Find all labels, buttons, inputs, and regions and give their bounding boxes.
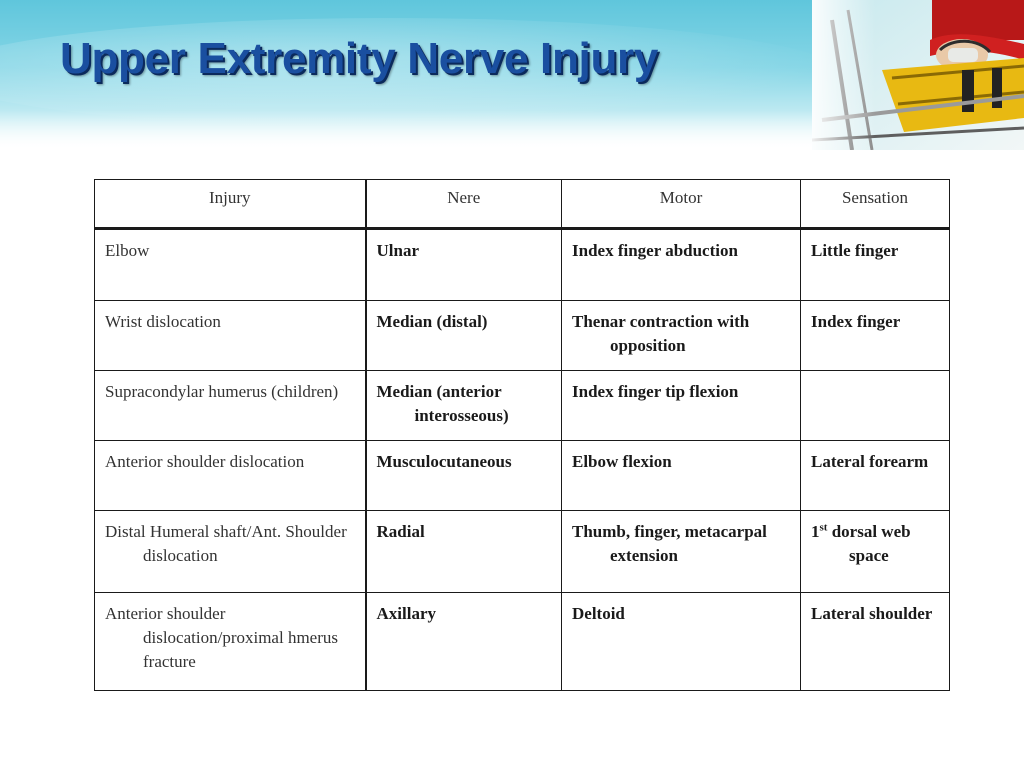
cell-sensation (800, 370, 950, 441)
cell-motor: Index finger abduction (561, 228, 801, 301)
cell-sensation: 1st dorsal web space (800, 510, 950, 593)
cell-text: Lateral shoulder (811, 604, 933, 623)
cell-text: Anterior shoulder dislocation/proximal h… (105, 604, 338, 671)
table-body: Elbow Ulnar Index finger abduction Littl… (94, 228, 950, 691)
cell-text: Ulnar (376, 241, 420, 260)
sensation-text: dorsal web space (827, 522, 911, 565)
cell-injury: Anterior shoulder dislocation (94, 440, 367, 511)
cell-motor: Thumb, finger, metacarpal extension (561, 510, 801, 593)
cell-motor: Thenar contraction with opposition (561, 300, 801, 371)
cell-text: Radial (376, 522, 425, 541)
cell-nerve: Median (distal) (365, 300, 562, 371)
header-injury: Injury (94, 179, 367, 230)
cell-injury: Wrist dislocation (94, 300, 367, 371)
cell-text: Index finger abduction (572, 241, 738, 260)
cell-motor: Elbow flexion (561, 440, 801, 511)
cell-text: Axillary (376, 604, 437, 623)
cell-text: Thenar contraction with opposition (572, 312, 750, 355)
cell-nerve: Radial (365, 510, 562, 593)
table-row: Distal Humeral shaft/Ant. Shoulder dislo… (94, 510, 950, 593)
table-header-row: Injury Nere Motor Sensation (94, 179, 950, 230)
cell-nerve: Musculocutaneous (365, 440, 562, 511)
cell-text: Lateral forearm (811, 452, 929, 471)
cell-text: Elbow (105, 241, 150, 260)
nerve-injury-table: Injury Nere Motor Sensation Elbow Ulnar … (94, 179, 950, 691)
cell-injury: Anterior shoulder dislocation/proximal h… (94, 592, 367, 691)
cell-motor: Deltoid (561, 592, 801, 691)
cell-text: Wrist dislocation (105, 312, 221, 331)
cell-text: Musculocutaneous (376, 452, 512, 471)
header-sensation: Sensation (800, 179, 950, 230)
cell-motor: Index finger tip flexion (561, 370, 801, 441)
table-row: Elbow Ulnar Index finger abduction Littl… (94, 228, 950, 301)
cell-text: Deltoid (572, 604, 625, 623)
cell-text: Median (distal) (376, 312, 488, 331)
stretcher-photo-illustration (812, 0, 1024, 150)
ordinal-number: 1 (811, 522, 820, 541)
cell-text: Elbow flexion (572, 452, 672, 471)
cell-text: Little finger (811, 241, 899, 260)
cell-text: Anterior shoulder dislocation (105, 452, 305, 471)
cell-sensation: Lateral forearm (800, 440, 950, 511)
cell-injury: Supracondylar humerus (children) (94, 370, 367, 441)
cell-sensation: Lateral shoulder (800, 592, 950, 691)
cell-injury: Elbow (94, 228, 367, 301)
cell-nerve: Axillary (365, 592, 562, 691)
cell-injury: Distal Humeral shaft/Ant. Shoulder dislo… (94, 510, 367, 593)
cell-text: 1st dorsal web space (811, 520, 939, 568)
header-motor: Motor (561, 179, 801, 230)
cell-text: Index finger tip flexion (572, 382, 739, 401)
cell-text: Index finger (811, 312, 901, 331)
table-row: Anterior shoulder dislocation Musculocut… (94, 440, 950, 511)
cell-sensation: Little finger (800, 228, 950, 301)
cell-text: Distal Humeral shaft/Ant. Shoulder dislo… (105, 522, 347, 565)
cell-text: Thumb, finger, metacarpal extension (572, 522, 767, 565)
table-row: Anterior shoulder dislocation/proximal h… (94, 592, 950, 691)
slide-title: Upper Extremity Nerve Injury (60, 34, 659, 83)
cell-sensation: Index finger (800, 300, 950, 371)
table-header: Injury Nere Motor Sensation (94, 179, 950, 230)
header-nerve: Nere (365, 179, 562, 230)
cell-text: Median (anterior interosseous) (376, 382, 509, 425)
table-row: Wrist dislocation Median (distal) Thenar… (94, 300, 950, 371)
table-row: Supracondylar humerus (children) Median … (94, 370, 950, 441)
cell-text: Supracondylar humerus (children) (105, 382, 339, 401)
stretcher-patient-photo (812, 0, 1024, 150)
ordinal-suffix: st (819, 521, 828, 534)
cell-nerve: Median (anterior interosseous) (365, 370, 562, 441)
cell-nerve: Ulnar (365, 228, 562, 301)
